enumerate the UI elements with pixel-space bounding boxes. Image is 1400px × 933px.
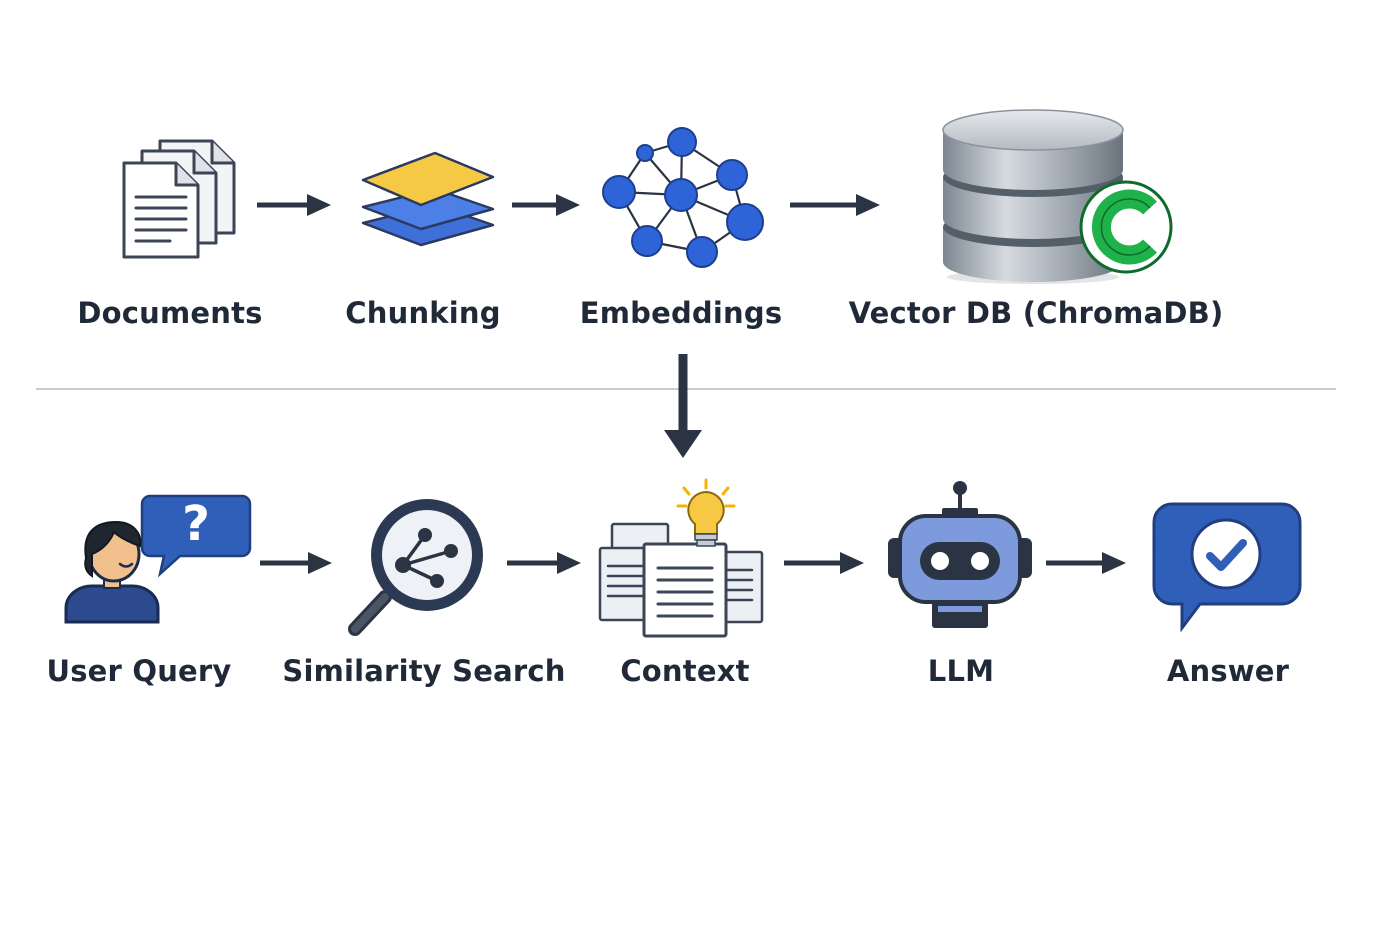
documents-label: Documents: [77, 296, 263, 330]
network-graph-icon: [602, 127, 764, 268]
arrow-embeddings-to-context: [664, 354, 702, 458]
arrow-context-to-llm: [784, 552, 864, 574]
magnifier-graph-icon: [348, 499, 483, 636]
arrow-llm-to-answer: [1046, 552, 1126, 574]
user-question-icon: [64, 494, 252, 624]
layers-icon: [361, 151, 495, 247]
answer-label: Answer: [1166, 654, 1290, 688]
user-query-label: User Query: [46, 654, 232, 688]
vector-db-label: Vector DB (ChromaDB): [848, 296, 1224, 330]
chromadb-logo-icon: [1079, 180, 1173, 274]
documents-lightbulb-icon: [598, 478, 764, 638]
llm-label: LLM: [927, 654, 995, 688]
embeddings-label: Embeddings: [579, 296, 783, 330]
context-label: Context: [620, 654, 750, 688]
chunking-label: Chunking: [345, 296, 501, 330]
question-mark-text: ?: [182, 496, 210, 552]
arrow-documents-to-chunking: [257, 194, 331, 216]
documents-icon: [122, 139, 236, 259]
robot-icon: [888, 481, 1032, 628]
similarity-search-label: Similarity Search: [282, 654, 566, 688]
arrow-similarity-search-to-context: [507, 552, 581, 574]
arrow-chunking-to-embeddings: [512, 194, 580, 216]
arrow-embeddings-to-vector-db: [790, 194, 880, 216]
database-icon: [942, 109, 1124, 284]
check-bubble-icon: [1152, 502, 1302, 632]
arrow-user-query-to-similarity-search: [260, 552, 332, 574]
